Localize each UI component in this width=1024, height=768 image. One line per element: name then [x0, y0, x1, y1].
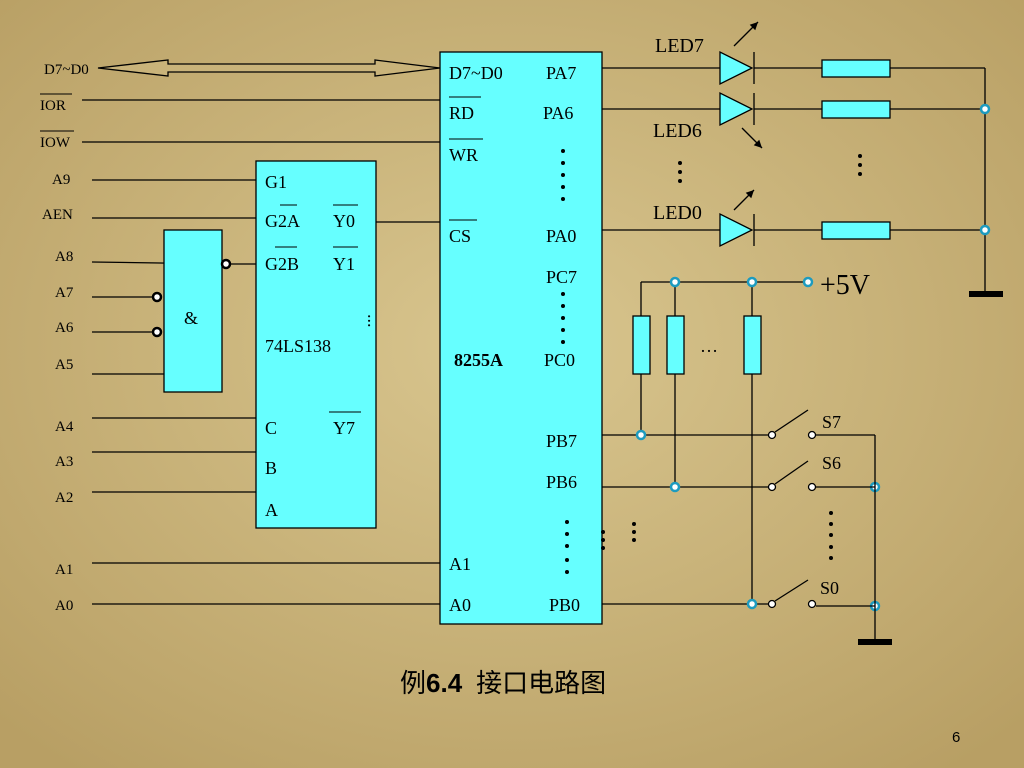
switch-s6	[767, 460, 817, 492]
ppi-8255a	[439, 51, 603, 625]
port-b-ellipses	[601, 511, 833, 560]
led7-label: LED7	[655, 35, 704, 57]
led0-label: LED0	[653, 202, 702, 224]
s7-label: S7	[822, 412, 841, 432]
pullup-wires	[602, 281, 808, 605]
decoder-name: 74LS138	[265, 336, 331, 356]
decoder-g2a: G2A	[265, 211, 300, 231]
ppi-a1: A1	[449, 554, 471, 574]
caption: 例6.4 接口电路图	[400, 668, 606, 699]
decoder-a: A	[265, 500, 278, 520]
decoder-g1: G1	[265, 172, 287, 192]
a1-label: A1	[55, 562, 73, 578]
a9-label: A9	[52, 172, 70, 188]
ppi-pa0: PA0	[546, 226, 576, 246]
decoder-y1: Y1	[333, 254, 355, 274]
aen-label: AEN	[42, 207, 73, 223]
bus-lines	[82, 99, 440, 605]
ppi-pc0: PC0	[544, 350, 575, 370]
ppi-pc7: PC7	[546, 267, 577, 287]
and-gate	[163, 229, 223, 393]
switch-s7	[767, 409, 817, 440]
and-gate-symbol: &	[184, 308, 198, 328]
a8-label: A8	[55, 249, 73, 265]
ppi-d: D7~D0	[449, 63, 503, 83]
caption-number: 6.4	[426, 668, 463, 698]
port-a-nodes	[979, 103, 991, 236]
a0-label: A0	[55, 598, 73, 614]
caption-prefix: 例	[400, 669, 426, 699]
ppi-ellipses	[561, 149, 569, 574]
s0-label: S0	[820, 578, 839, 598]
ppi-pb7: PB7	[546, 431, 577, 451]
pullup-resistors	[632, 315, 762, 375]
a3-label: A3	[55, 454, 73, 470]
pullup-nodes	[669, 276, 814, 288]
decoder-y7: Y7	[333, 418, 355, 438]
a7-label: A7	[55, 285, 74, 301]
ppi-pb6: PB6	[546, 472, 577, 492]
ground-symbol-bottom	[858, 639, 892, 645]
ppi-rd: RD	[449, 103, 474, 123]
ppi-pa6: PA6	[543, 103, 573, 123]
ppi-wr: WR	[449, 145, 478, 165]
ior-label: IOR	[40, 98, 66, 114]
ground-symbol-top	[969, 291, 1003, 297]
s6-label: S6	[822, 453, 841, 473]
decoder-74ls138	[255, 160, 377, 529]
decoder-y0: Y0	[333, 211, 355, 231]
led0	[719, 189, 755, 248]
page-number: 6	[952, 729, 960, 746]
and-input-bubble-a6	[151, 326, 163, 338]
a2-label: A2	[55, 490, 73, 506]
and-input-bubble-a7	[151, 291, 163, 303]
caption-text: 接口电路图	[476, 669, 606, 699]
switch-s0	[767, 579, 817, 609]
ppi-a0: A0	[449, 595, 471, 615]
ppi-cs: CS	[449, 226, 471, 246]
a5-label: A5	[55, 357, 73, 373]
led6-label: LED6	[653, 120, 702, 142]
iow-label: IOW	[40, 135, 71, 151]
ppi-name: 8255A	[454, 350, 503, 370]
decoder-b: B	[265, 458, 277, 478]
port-a-wires	[602, 67, 986, 293]
switch-ground-wires	[816, 434, 876, 640]
ppi-pa7: PA7	[546, 63, 576, 83]
vcc-label: +5V	[820, 270, 870, 301]
a6-label: A6	[55, 320, 74, 336]
decoder-g2b: G2B	[265, 254, 299, 274]
port-a-ellipses	[678, 154, 862, 183]
decoder-c: C	[265, 418, 277, 438]
decoder-ellipsis: ...	[364, 314, 384, 328]
led7	[719, 21, 759, 86]
bus-data-label: D7~D0	[44, 62, 89, 78]
led6	[719, 91, 763, 149]
ppi-pb0: PB0	[549, 595, 580, 615]
led-resistors	[821, 59, 891, 240]
and-output-bubble	[220, 258, 232, 270]
a4-label: A4	[55, 419, 74, 435]
pullup-ellipsis: …	[700, 336, 718, 356]
